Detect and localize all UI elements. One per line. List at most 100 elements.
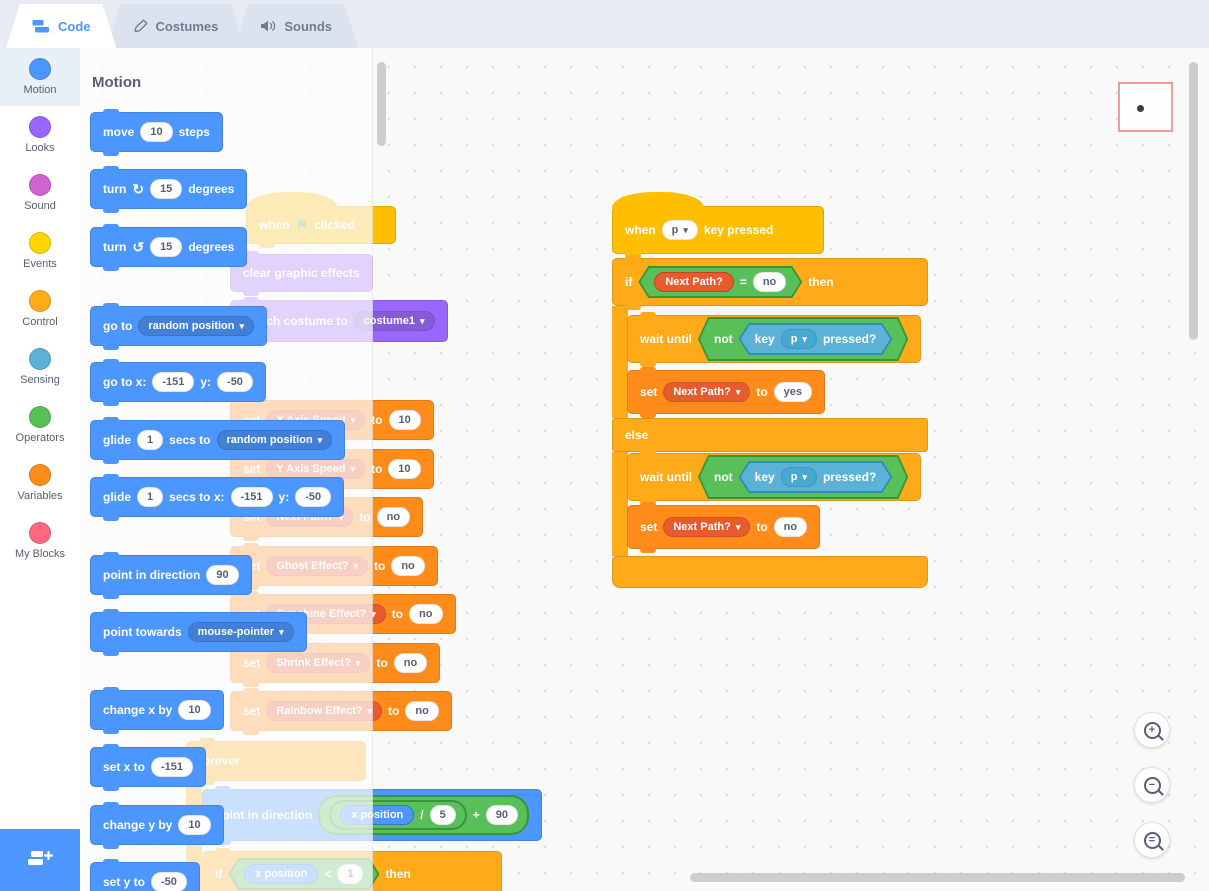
block-label: key pressed xyxy=(703,223,774,237)
sprite-drag-preview[interactable] xyxy=(1118,82,1173,132)
block-label: = xyxy=(739,275,747,289)
add-extension-icon xyxy=(27,847,54,874)
variable-dropdown[interactable]: Next Path? xyxy=(663,517,751,537)
key-dropdown[interactable]: p xyxy=(661,220,698,240)
palette-scrollbar[interactable] xyxy=(377,62,386,146)
vertical-scrollbar[interactable] xyxy=(1189,62,1198,340)
value-input[interactable]: no xyxy=(393,653,428,673)
category-label: Motion xyxy=(23,84,57,96)
zoom-in-button[interactable]: + xyxy=(1134,712,1170,748)
value-input[interactable]: -50 xyxy=(217,372,253,392)
wait-until-block[interactable]: wait untilnotkeyppressed? xyxy=(627,312,922,367)
value-input[interactable]: 10 xyxy=(140,122,173,142)
equals-operator[interactable]: Next Path? = no xyxy=(638,266,802,298)
value-input[interactable]: 1 xyxy=(137,487,164,507)
sidebar-item-operators[interactable]: Operators xyxy=(0,396,80,454)
block-label: if xyxy=(625,275,633,289)
block-label: point towards xyxy=(103,625,182,639)
tab-sounds[interactable]: Sounds xyxy=(234,4,358,48)
tab-code[interactable]: Code xyxy=(6,4,117,48)
value-input[interactable]: -50 xyxy=(151,872,187,891)
horizontal-scrollbar[interactable] xyxy=(690,873,1185,882)
block-label: key xyxy=(754,470,775,484)
value-input[interactable]: -151 xyxy=(230,487,273,507)
sidebar-item-sound[interactable]: Sound xyxy=(0,164,80,222)
value-input[interactable]: 10 xyxy=(388,410,421,430)
key-pressed-sensing[interactable]: keyppressed? xyxy=(739,461,893,493)
dropdown[interactable]: random position xyxy=(216,430,333,450)
value-input[interactable]: -50 xyxy=(295,487,332,507)
value-input[interactable]: 10 xyxy=(388,459,421,479)
value-input[interactable]: 15 xyxy=(150,237,183,257)
operand-input[interactable]: 5 xyxy=(429,805,456,825)
value-input[interactable]: yes xyxy=(773,382,813,402)
value-input[interactable]: 15 xyxy=(150,179,183,199)
value-input[interactable]: no xyxy=(773,517,808,537)
value-input[interactable]: no xyxy=(409,604,443,624)
sidebar-item-events[interactable]: Events xyxy=(0,222,80,280)
if-end-cap[interactable] xyxy=(612,556,928,588)
set-y-block[interactable]: set y to-50 xyxy=(90,859,200,891)
magnifier-handle xyxy=(1157,844,1164,851)
value-input[interactable]: 90 xyxy=(206,565,239,585)
value-input[interactable]: 10 xyxy=(178,815,211,835)
dropdown[interactable]: random position xyxy=(138,316,255,336)
block-label: to xyxy=(371,413,383,427)
sidebar-item-motion[interactable]: Motion xyxy=(0,48,80,106)
variable-dropdown[interactable]: Next Path? xyxy=(663,382,751,402)
sidebar-item-variables[interactable]: Variables xyxy=(0,454,80,512)
add-extension-button[interactable] xyxy=(0,829,80,891)
sidebar-item-my-blocks[interactable]: My Blocks xyxy=(0,512,80,570)
block-label: y: xyxy=(200,375,212,389)
value-input[interactable]: -151 xyxy=(151,757,194,777)
not-operator[interactable]: notkeyppressed? xyxy=(698,317,908,361)
sidebar-item-control[interactable]: Control xyxy=(0,280,80,338)
zoom-reset-button[interactable]: = xyxy=(1134,822,1170,858)
turn-ccw-icon: ↺ xyxy=(132,239,145,255)
tab-costumes[interactable]: Costumes xyxy=(107,4,245,48)
value-input[interactable]: no xyxy=(376,507,411,527)
sidebar-item-sensing[interactable]: Sensing xyxy=(0,338,80,396)
point-towards-block[interactable]: point towards mouse-pointer xyxy=(90,609,307,656)
wait-until-block[interactable]: wait untilnotkeyppressed? xyxy=(627,450,922,505)
operand-input[interactable]: no xyxy=(753,272,786,292)
value-input[interactable]: 10 xyxy=(178,700,211,720)
key-dropdown[interactable]: p xyxy=(781,329,817,349)
key-pressed-sensing[interactable]: keyppressed? xyxy=(739,323,893,355)
block-label: degrees xyxy=(188,240,235,254)
value-input[interactable]: -151 xyxy=(152,372,195,392)
dropdown[interactable]: mouse-pointer xyxy=(187,622,294,642)
value-input[interactable]: no xyxy=(405,701,439,721)
variable-reporter[interactable]: Next Path? xyxy=(654,272,733,292)
my-blocks-category-icon xyxy=(29,522,51,544)
not-operator[interactable]: notkeyppressed? xyxy=(698,455,908,499)
value-input[interactable]: 1 xyxy=(137,430,164,450)
zoom-out-button[interactable]: − xyxy=(1134,767,1170,803)
when-key-pressed-hat[interactable]: whenpkey pressed xyxy=(612,192,824,258)
category-label: Sound xyxy=(24,200,56,212)
block-label: degrees xyxy=(188,182,235,196)
set-x-block[interactable]: set x to-151 xyxy=(90,744,207,791)
events-category-icon xyxy=(29,232,51,254)
sidebar-item-looks[interactable]: Looks xyxy=(0,106,80,164)
operand-input[interactable]: 90 xyxy=(485,805,519,825)
costumes-icon xyxy=(133,19,148,34)
zoom-reset-icon: = xyxy=(1143,831,1164,851)
else-bar[interactable]: else xyxy=(612,418,928,452)
key-dropdown[interactable]: p xyxy=(781,467,817,487)
value-input[interactable]: no xyxy=(391,556,425,576)
